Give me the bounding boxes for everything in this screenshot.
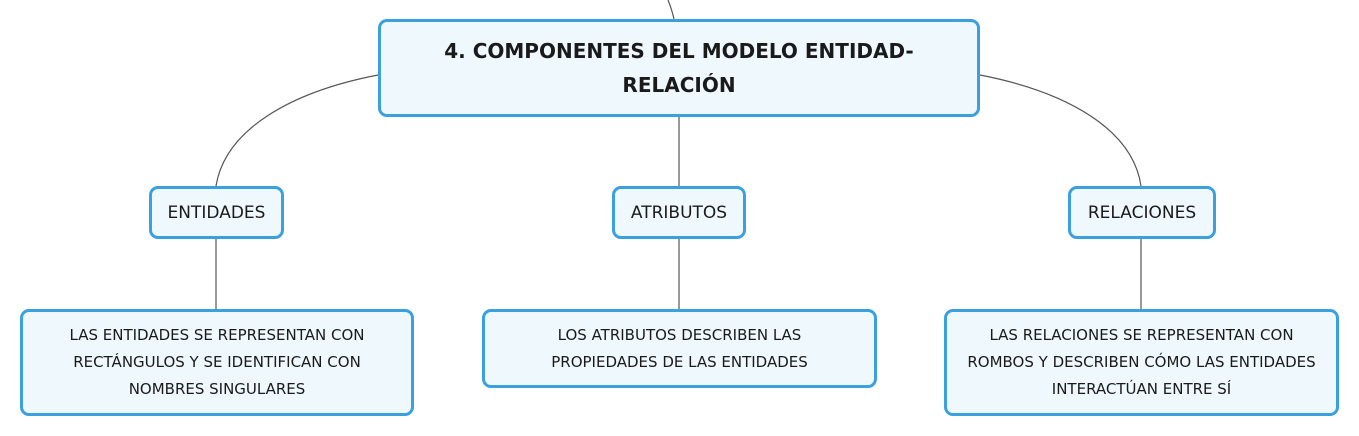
topic-atributos-label: ATRIBUTOS — [630, 202, 728, 223]
topic-relaciones-label: RELACIONES — [1087, 202, 1197, 223]
subtopic-relaciones-description[interactable]: LAS RELACIONES SE REPRESENTAN CON ROMBOS… — [944, 309, 1339, 416]
connector-parent-to-root — [667, 0, 675, 20]
topic-atributos[interactable]: ATRIBUTOS — [612, 186, 746, 239]
connector-root-to-entidades — [215, 74, 379, 187]
root-topic[interactable]: 4. COMPONENTES DEL MODELO ENTIDAD-RELACI… — [378, 19, 980, 117]
topic-relaciones[interactable]: RELACIONES — [1068, 186, 1216, 239]
topic-entidades-label: ENTIDADES — [167, 202, 266, 223]
root-topic-label: 4. COMPONENTES DEL MODELO ENTIDAD-RELACI… — [444, 39, 914, 97]
subtopic-entidades-description[interactable]: LAS ENTIDADES SE REPRESENTAN CON RECTÁNG… — [20, 309, 414, 416]
subtopic-relaciones-text: LAS RELACIONES SE REPRESENTAN CON ROMBOS… — [967, 326, 1316, 398]
subtopic-atributos-text: LOS ATRIBUTOS DESCRIBEN LAS PROPIEDADES … — [551, 325, 808, 371]
connector-root-to-relaciones — [979, 74, 1142, 187]
topic-entidades[interactable]: ENTIDADES — [149, 186, 284, 239]
subtopic-entidades-text: LAS ENTIDADES SE REPRESENTAN CON RECTÁNG… — [69, 326, 365, 398]
subtopic-atributos-description[interactable]: LOS ATRIBUTOS DESCRIBEN LAS PROPIEDADES … — [482, 309, 877, 388]
